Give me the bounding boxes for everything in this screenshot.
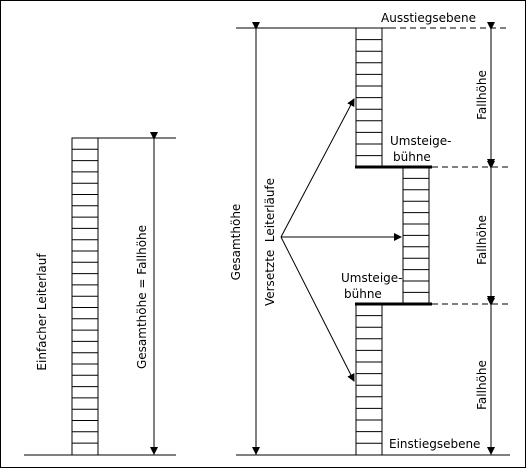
offset-ladder-section: Gesamthöhe Versetzte Leiterläufe Fallhöh… [229,11,510,456]
fallhoehe-bottom-label: Fallhöhe [475,360,489,410]
gesamthoehe-label: Gesamthöhe [229,204,243,281]
einfacher-leiterlauf-label: Einfacher Leiterlauf [35,253,49,371]
upper-ladder [355,27,383,168]
simple-ladder [71,137,99,456]
pointer-arrow-lower [280,236,355,382]
fallhoehe-mid-label: Fallhöhe [475,215,489,265]
upper-platform-label-line2: bühne [393,150,431,164]
einstiegsebene-label: Einstiegsebene [389,437,480,451]
gesamthoehe-fallhoehe-label: Gesamthöhe = Fallhöhe [135,225,149,369]
fallhoehe-top-label: Fallhöhe [475,70,489,120]
upper-platform-label-line1: Umsteige- [390,134,451,148]
ausstiegsebene-label: Ausstiegsebene [381,11,476,25]
simple-ladder-section: Gesamthöhe = Fallhöhe Einfacher Leiterla… [24,132,176,456]
pointer-arrow-upper [280,98,355,238]
lower-platform-label-line1: Umsteige- [341,271,402,285]
middle-ladder [402,166,430,305]
ladder-rails [355,303,383,456]
lower-ladder [355,303,383,456]
versetzte-leiterlaeufe-label: Versetzte Leiterläufe [263,178,277,306]
lower-platform-label-line2: bühne [344,287,382,301]
